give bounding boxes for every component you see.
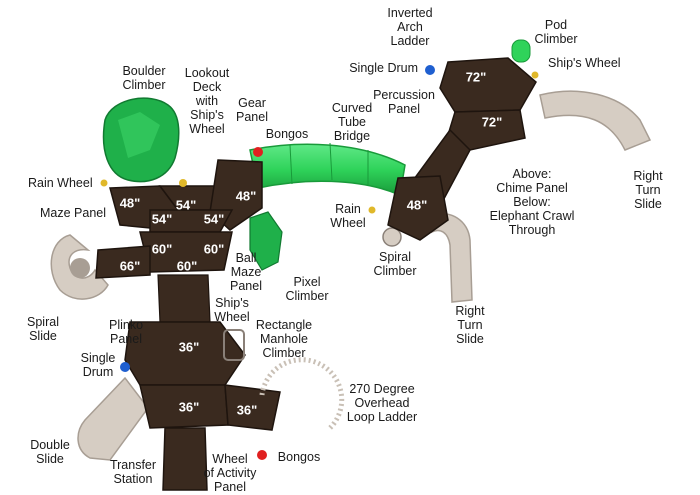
bongos-top <box>253 147 263 157</box>
label-transfer-station: Transfer Station <box>109 458 157 486</box>
label-right-turn-slide-center: Right Turn Slide <box>455 304 485 346</box>
height-66: 66" <box>119 258 141 274</box>
height-48-left: 48" <box>119 195 141 211</box>
label-above-below: Above: Chime Panel Below: Elephant Crawl… <box>489 167 575 237</box>
height-72-mid: 72" <box>481 114 503 130</box>
label-curved-tube-bridge: Curved Tube Bridge <box>331 101 373 143</box>
rain-wheel-mark-left <box>100 179 108 187</box>
height-60-right: 60" <box>203 241 225 257</box>
height-60-left: 60" <box>151 241 173 257</box>
curved-tube-bridge <box>249 143 406 197</box>
stairs <box>157 274 211 323</box>
height-48-right: 48" <box>406 197 428 213</box>
rain-wheel-mark-center <box>368 206 376 214</box>
label-pod-climber: Pod Climber <box>534 18 578 46</box>
label-spiral-climber: Spiral Climber <box>373 250 417 278</box>
deck-48-right <box>387 175 449 241</box>
label-wheel-of-activity: Wheel of Activity Panel <box>203 452 257 494</box>
label-bongos-top: Bongos <box>265 127 309 141</box>
deck-66 <box>95 245 151 279</box>
label-spiral-slide: Spiral Slide <box>27 315 59 343</box>
pod-climber <box>511 39 531 63</box>
label-rain-wheel-center: Rain Wheel <box>330 202 366 230</box>
label-bongos-bottom: Bongos <box>277 450 321 464</box>
ships-wheel-mark <box>531 71 539 79</box>
height-72-top: 72" <box>465 69 487 85</box>
label-single-drum-top: Single Drum <box>349 61 418 75</box>
double-slide <box>77 376 149 461</box>
loop-ladder <box>259 357 345 430</box>
label-inverted-arch-ladder: Inverted Arch Ladder <box>387 6 433 48</box>
single-drum-bottom <box>120 362 130 372</box>
height-48-topright: 48" <box>235 188 257 204</box>
pixel-climber <box>249 211 283 271</box>
spiral-climber <box>382 227 402 247</box>
spiral-slide-core <box>70 258 90 278</box>
height-54-left: 54" <box>151 211 173 227</box>
height-54-top: 54" <box>175 197 197 213</box>
label-double-slide: Double Slide <box>30 438 70 466</box>
transfer-station <box>162 427 208 491</box>
label-boulder-climber: Boulder Climber <box>122 64 166 92</box>
rectangle-manhole-climber <box>223 329 245 361</box>
label-plinko-panel: Plinko Panel <box>108 318 144 346</box>
label-ships-wheel-mid: Ship's Wheel <box>214 296 250 324</box>
height-36-top: 36" <box>178 339 200 355</box>
label-lookout-deck: Lookout Deck with Ship's Wheel <box>184 66 230 136</box>
single-drum-top <box>425 65 435 75</box>
label-loop-ladder: 270 Degree Overhead Loop Ladder <box>346 382 418 424</box>
height-60-center: 60" <box>176 258 198 274</box>
height-36-right: 36" <box>236 402 258 418</box>
label-pixel-climber: Pixel Climber <box>285 275 329 303</box>
label-ships-wheel-right: Ship's Wheel <box>548 56 621 70</box>
right-turn-slide-far <box>539 90 652 151</box>
deck-72-top <box>439 57 537 113</box>
label-rain-wheel-left: Rain Wheel <box>28 176 93 190</box>
height-54-right: 54" <box>203 211 225 227</box>
height-36-mid: 36" <box>178 399 200 415</box>
bongos-bottom <box>257 450 267 460</box>
gear-panel-mark <box>179 179 187 187</box>
label-right-turn-slide-far: Right Turn Slide <box>633 169 663 211</box>
label-rectangle-manhole-climber: Rectangle Manhole Climber <box>255 318 313 360</box>
label-maze-panel: Maze Panel <box>40 206 107 220</box>
label-ball-maze-panel: Ball Maze Panel <box>230 251 262 293</box>
right-turn-slide-center <box>431 213 473 303</box>
label-percussion-panel: Percussion Panel <box>373 88 435 116</box>
label-single-drum-bottom: Single Drum <box>80 351 116 379</box>
label-gear-panel: Gear Panel <box>236 96 268 124</box>
